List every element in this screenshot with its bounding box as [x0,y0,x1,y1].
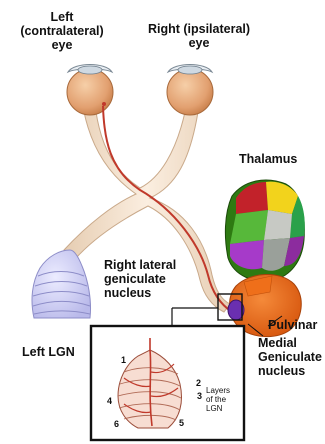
layer-number-2: 2 [196,379,201,388]
mgn-label: Medial Geniculate nucleus [258,336,322,378]
thalamus-shape [225,180,304,281]
right-eye [167,65,213,116]
left-eye [67,65,113,116]
inset-layers-label: Layers of the LGN [206,386,230,413]
layer-number-3: 3 [197,392,202,401]
right-eye-label: Right (ipsilateral) eye [138,22,260,50]
inset-connector-lines [172,308,218,326]
layer-number-5: 5 [179,419,184,428]
left-eye-label: Left (contralateral) eye [12,10,112,52]
thalamus-label: Thalamus [239,152,297,166]
layer-number-1: 1 [121,356,126,365]
left-lgn-shape [32,250,91,318]
layer-number-6: 6 [114,420,119,429]
left-lgn-label: Left LGN [22,345,75,359]
layer-number-4: 4 [107,397,112,406]
right-lgn-label: Right lateral geniculate nucleus [104,258,176,300]
pulvinar-label: Pulvinar [268,318,317,332]
